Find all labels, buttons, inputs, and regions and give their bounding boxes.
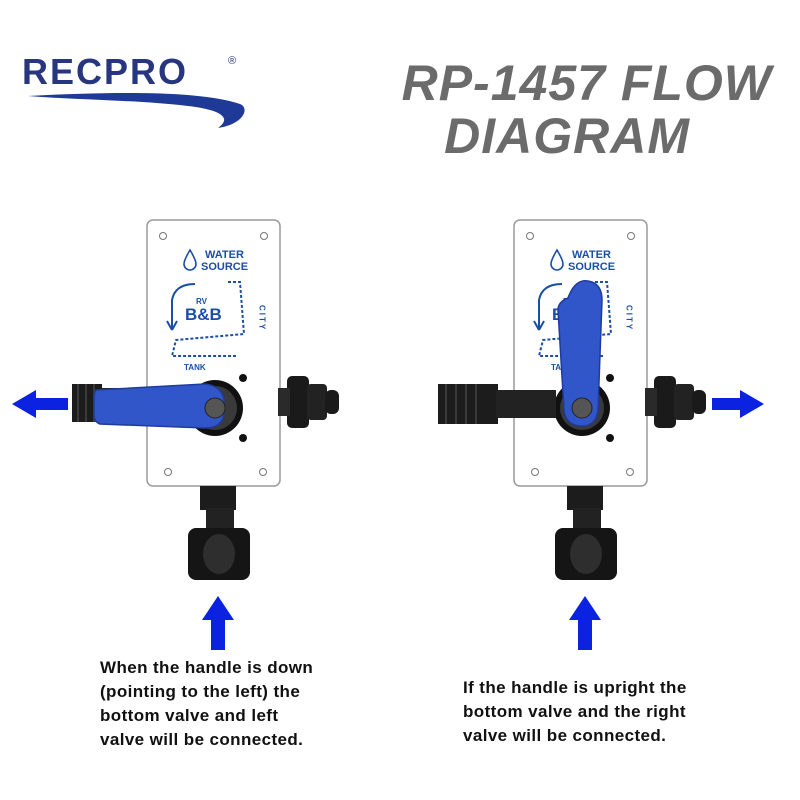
left-valve-diagram: WATER SOURCE RV B&B CITY TANK xyxy=(12,219,339,650)
valve-handle-upright xyxy=(557,280,603,427)
screw-hole xyxy=(259,468,267,476)
water-drop-icon xyxy=(183,248,197,271)
plate-label-rv: RV xyxy=(196,297,208,306)
flow-arrowhead-icon xyxy=(166,320,178,331)
inflow-arrow-up-icon xyxy=(202,596,234,650)
chain-outline-icon xyxy=(170,281,246,357)
plate-label-source: SOURCE xyxy=(568,261,615,273)
bottom-fitting-stem xyxy=(567,486,603,510)
screw-hole xyxy=(531,468,539,476)
screw-hole xyxy=(260,232,268,240)
water-drop-icon xyxy=(550,248,564,271)
bottom-fitting-stem xyxy=(200,486,236,510)
plate-label-water: WATER xyxy=(572,249,611,261)
indicator-dot xyxy=(239,374,247,382)
recpro-logo: RECPRO ® xyxy=(22,51,245,128)
caption-right: If the handle is upright the bottom valv… xyxy=(463,676,763,748)
diagram-title-line2: DIAGRAM xyxy=(444,108,690,164)
left-outlet-pipe xyxy=(438,384,498,424)
chain-outline-icon xyxy=(537,281,613,357)
screw-hole xyxy=(627,232,635,240)
right-valve-diagram: WATER SOURCE RV B&B CITY TANK xyxy=(438,219,764,650)
outflow-arrow-left-icon xyxy=(12,390,68,418)
inflow-arrow-up-icon xyxy=(569,596,601,650)
caption-right-line: valve will be connected. xyxy=(463,726,667,745)
caption-left-line: bottom valve and left xyxy=(100,706,279,725)
indicator-dot xyxy=(606,434,614,442)
indicator-dot xyxy=(239,434,247,442)
plate-brand-logo: B&B xyxy=(185,305,222,324)
flow-arrowhead-icon xyxy=(533,320,545,331)
right-fitting-nut xyxy=(654,376,676,428)
valve-handle-left xyxy=(93,383,225,429)
screw-hole xyxy=(164,468,172,476)
handle-screw xyxy=(204,397,226,419)
caption-right-line: If the handle is upright the xyxy=(463,678,687,697)
handle-screw xyxy=(571,397,593,419)
caption-left-line: When the handle is down xyxy=(100,658,314,677)
screw-hole xyxy=(159,232,167,240)
outflow-arrow-right-icon xyxy=(712,390,764,418)
caption-left-line: (pointing to the left) the xyxy=(100,682,301,701)
caption-left: When the handle is down (pointing to the… xyxy=(100,656,400,752)
plate-label-tank: TANK xyxy=(184,363,206,372)
right-fitting-nut xyxy=(287,376,309,428)
logo-swoosh xyxy=(28,93,245,128)
caption-right-line: bottom valve and the right xyxy=(463,702,686,721)
logo-text: RECPRO xyxy=(22,51,188,92)
caption-left-line: valve will be connected. xyxy=(100,730,304,749)
logo-registered-mark: ® xyxy=(228,55,236,67)
flow-path-icon xyxy=(171,283,196,330)
indicator-dot xyxy=(606,374,614,382)
diagram-title-line1: RP-1457 FLOW xyxy=(401,55,772,111)
plate-label-city: CITY xyxy=(258,305,267,331)
plate-label-water: WATER xyxy=(205,249,244,261)
plate-label-source: SOURCE xyxy=(201,261,248,273)
screw-hole xyxy=(526,232,534,240)
flow-path-icon xyxy=(538,283,563,330)
screw-hole xyxy=(626,468,634,476)
plate-label-city: CITY xyxy=(625,305,634,331)
